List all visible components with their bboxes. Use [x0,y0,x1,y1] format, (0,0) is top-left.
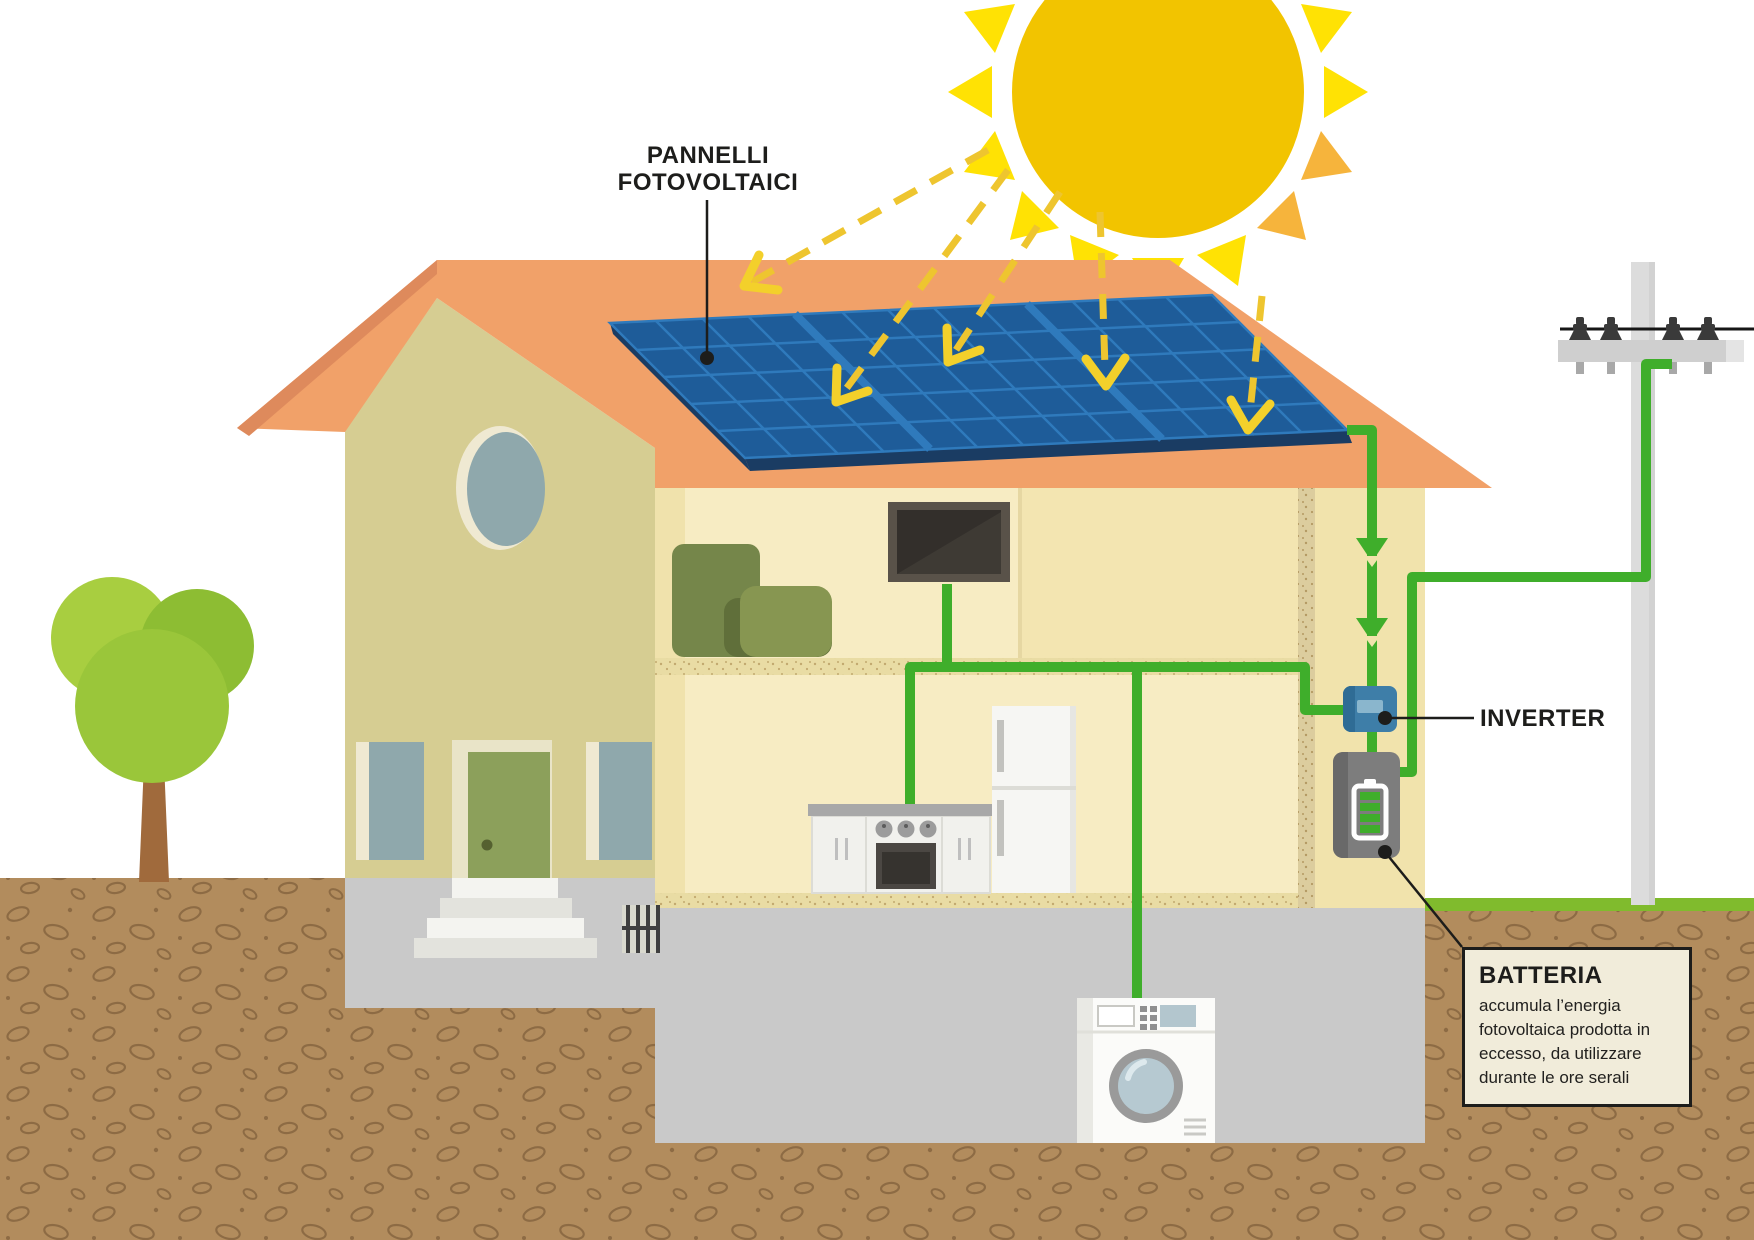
house-facade [345,298,655,880]
utility-pole [1558,262,1754,905]
front-door [452,740,552,880]
pv-wire [1347,425,1377,688]
insulators [1569,317,1719,340]
basement-grate [622,905,660,953]
stove-counter [808,804,992,894]
sofa [672,544,832,657]
battery-device [1333,752,1400,858]
sunlight-arrows [750,146,1266,413]
battery-callout: BATTERIA accumula l’energia fotovoltaica… [1462,947,1692,1107]
grid-wire [1398,359,1672,777]
callout-dots [700,351,1392,859]
ground-slab [655,893,1298,908]
steps [414,878,597,958]
inverter-device [1343,686,1397,732]
window-left [356,742,424,860]
flow-arrows [1356,538,1388,647]
solar-panel-array-icon [607,293,1352,471]
panels-label: PANNELLI FOTOVOLTAICI [617,142,799,196]
sun-disc [1004,0,1312,246]
battery-gauge-icon [1351,779,1389,841]
window-right [586,742,652,860]
basement [655,908,1425,1143]
door-knob [481,839,493,851]
house-interior [655,488,1425,908]
grass-strip [1425,898,1754,911]
appliance-wire [905,584,1345,1004]
counter-top [808,804,992,816]
sun-icon [948,0,1368,302]
crossarm [1558,340,1744,362]
tv [888,502,1010,582]
washing-machine [1077,998,1215,1143]
inverter-label: INVERTER [1480,705,1606,732]
callout-lines [705,200,1474,948]
battery-callout-body: accumula l’energia fotovoltaica prodotta… [1479,996,1651,1087]
battery-callout-title: BATTERIA [1479,962,1603,989]
oval-window [467,432,545,546]
sunlight-arrowheads [739,250,1275,435]
inverter-display [1357,700,1383,713]
roof-edge [237,260,437,436]
fridge [992,706,1076,893]
tree [51,577,254,882]
